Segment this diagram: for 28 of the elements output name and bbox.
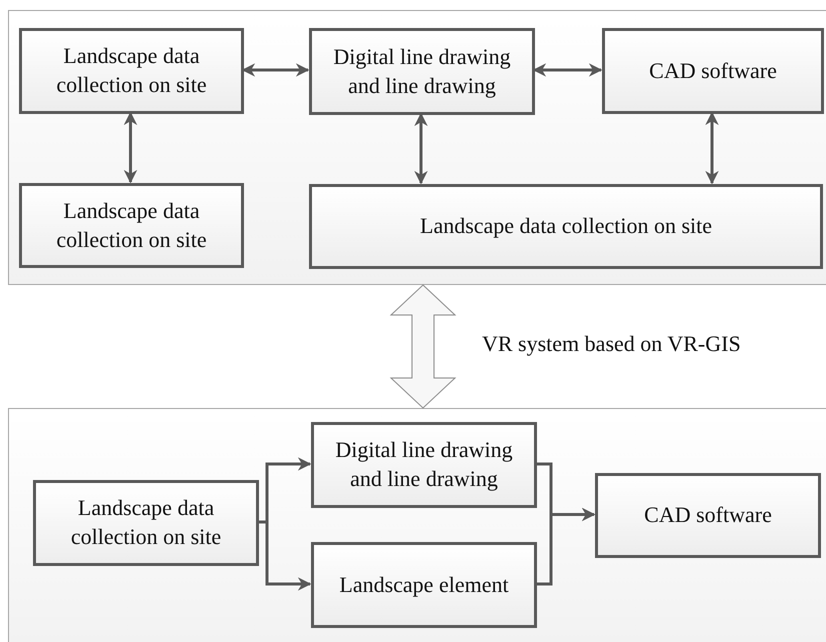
box-label: Digital line drawing and line drawing xyxy=(334,436,514,493)
box-label: CAD software xyxy=(644,501,772,530)
double-block-arrow xyxy=(390,284,456,409)
box-label: Landscape data collection on site xyxy=(70,494,222,551)
arrow xyxy=(414,112,428,184)
arrow xyxy=(258,520,312,591)
box-label: Landscape element xyxy=(339,570,509,599)
box-label: CAD software xyxy=(649,56,777,85)
arrow xyxy=(124,112,138,184)
process-box xyxy=(595,473,821,558)
process-box xyxy=(309,184,823,269)
arrow xyxy=(705,112,719,184)
process-box xyxy=(602,28,824,114)
arrow xyxy=(536,508,596,586)
process-box xyxy=(311,422,537,508)
box-label: Landscape data collection on site xyxy=(55,42,208,99)
group-panel xyxy=(8,10,826,285)
process-box xyxy=(19,183,244,268)
process-box xyxy=(309,28,535,115)
process-box xyxy=(311,542,537,628)
process-box xyxy=(33,480,259,566)
box-label: Landscape data collection on site xyxy=(55,196,208,254)
group-panel xyxy=(8,408,826,642)
box-label: Landscape data collection on site xyxy=(420,212,712,240)
arrow xyxy=(242,63,310,77)
process-box xyxy=(19,28,244,114)
box-label: Digital line drawing and line drawing xyxy=(332,42,512,100)
arrow xyxy=(532,63,602,77)
